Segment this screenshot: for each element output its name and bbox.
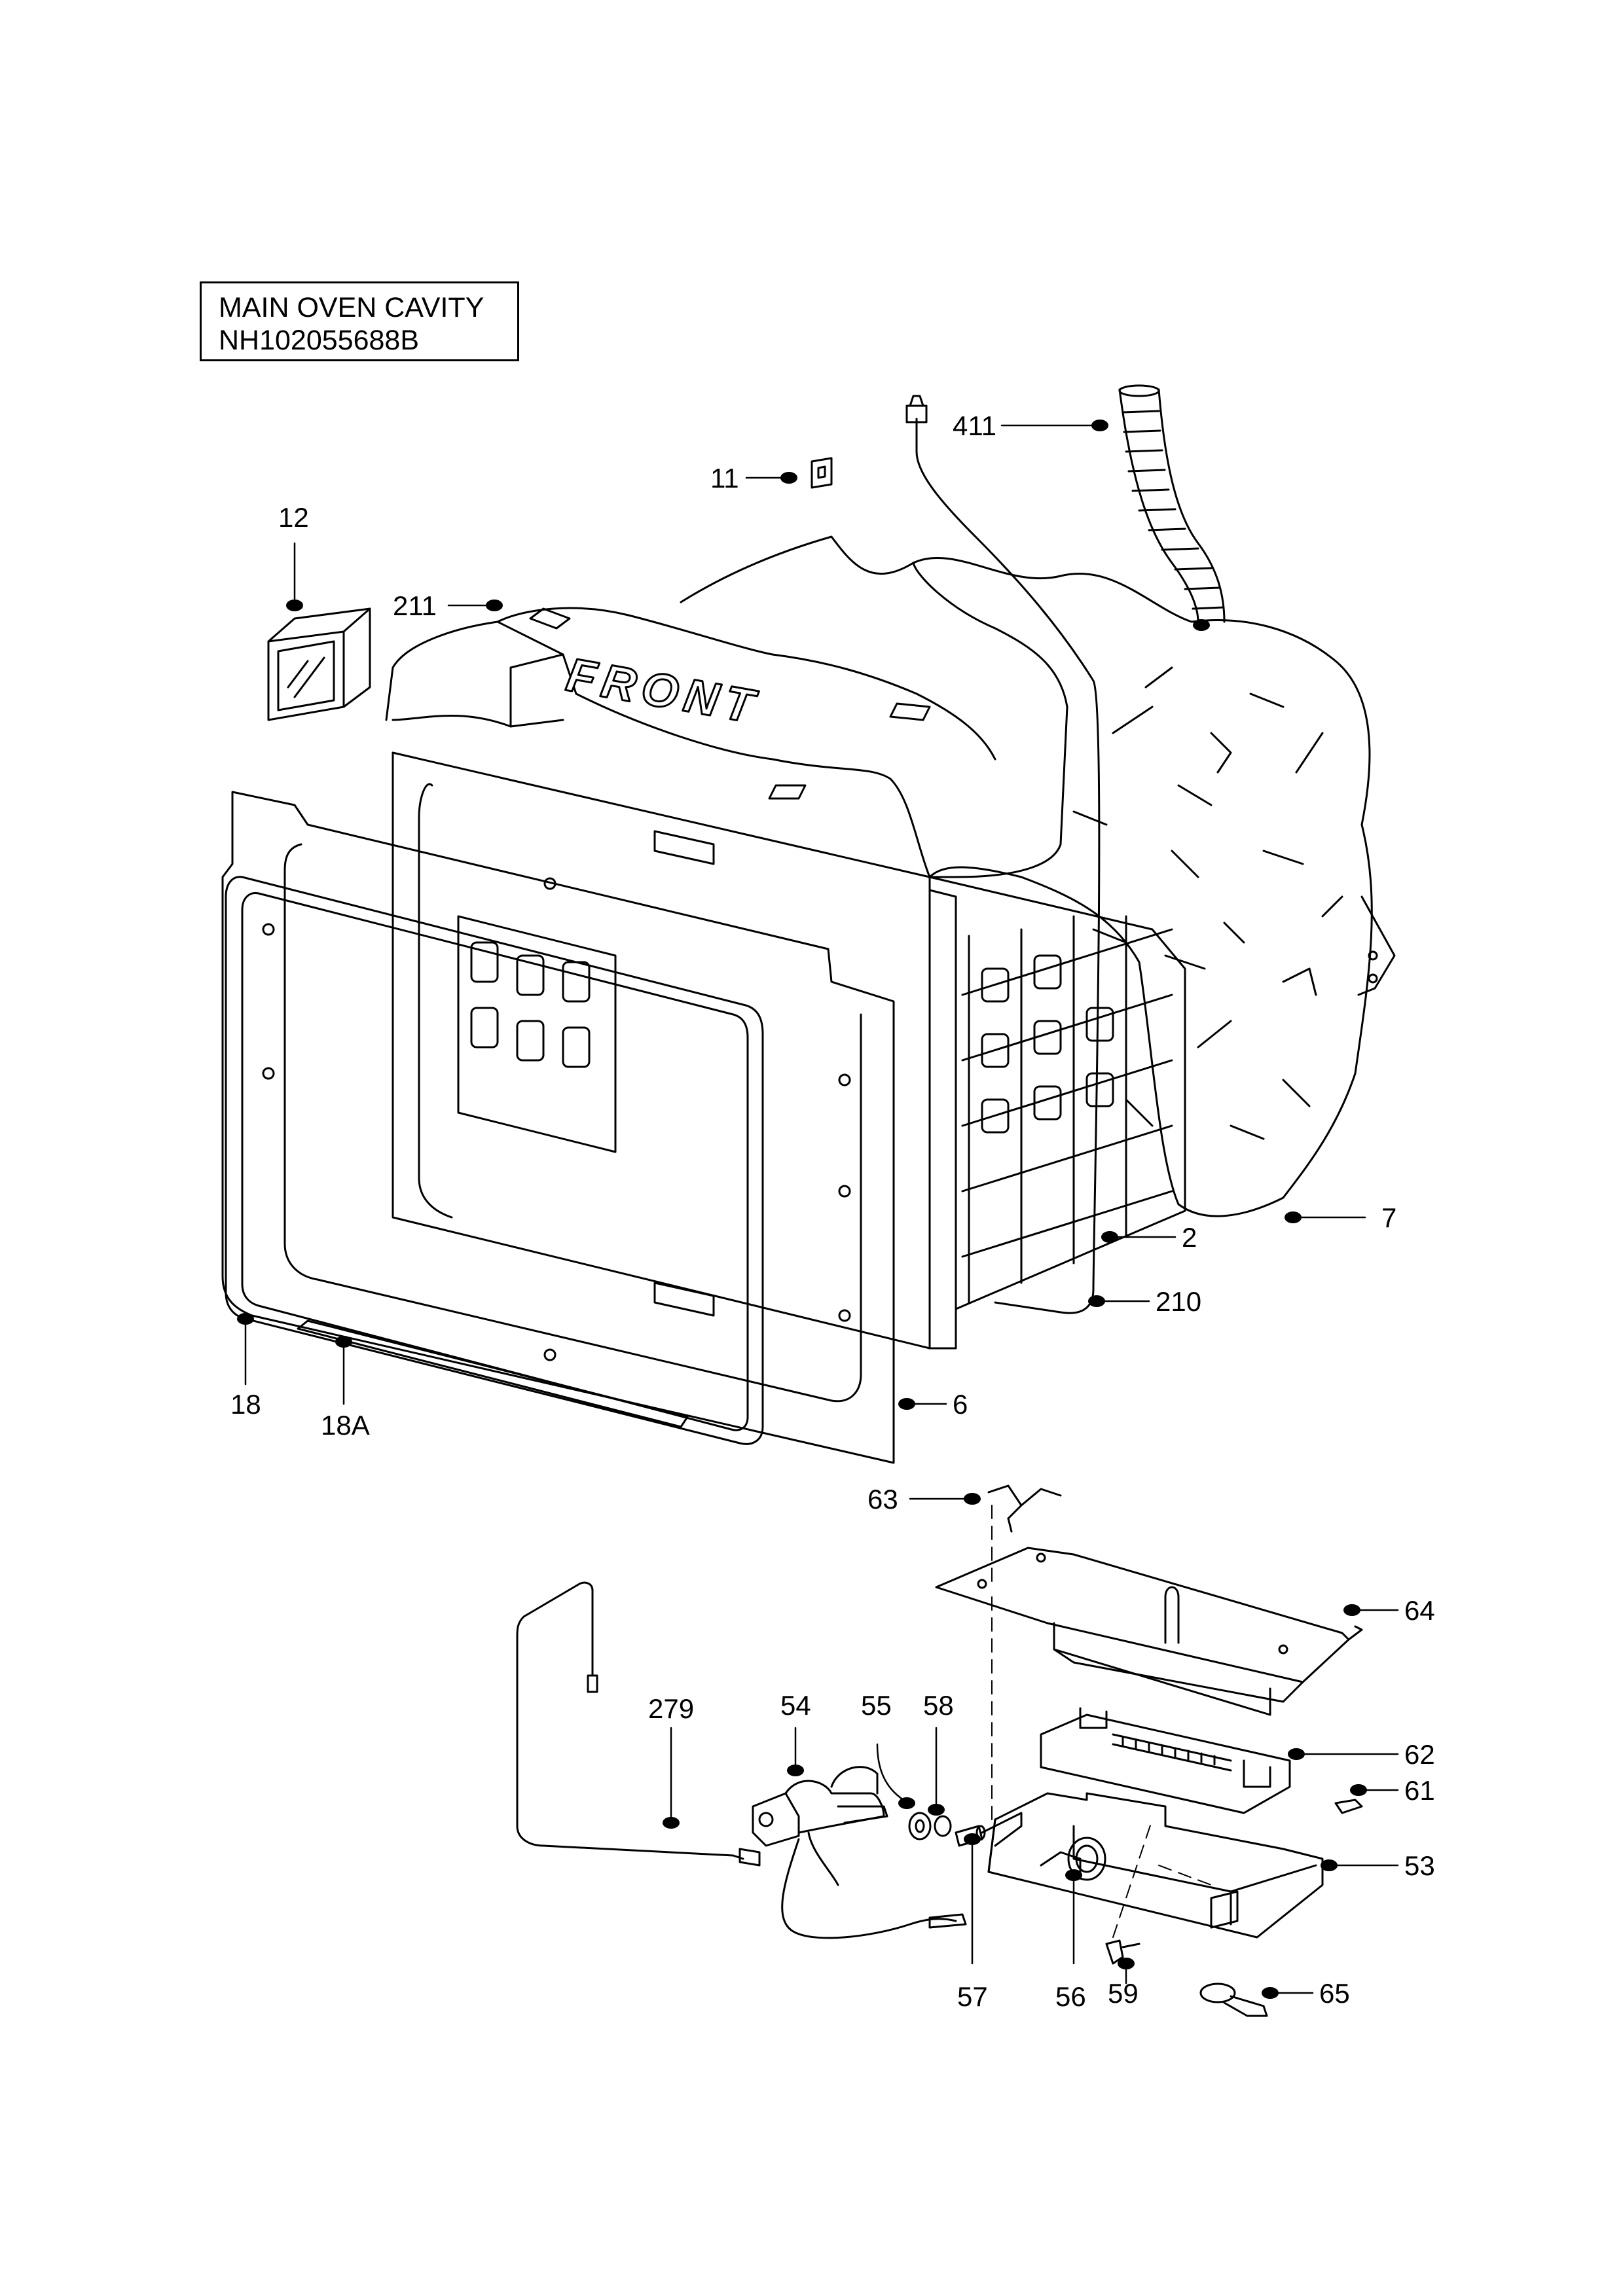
nut <box>1067 1837 1106 1881</box>
title-line-1: MAIN OVEN CAVITY <box>219 292 484 323</box>
clip <box>1334 1799 1363 1814</box>
callout-12: 12 <box>278 502 309 533</box>
callout-labels: 411 11 12 211 7 2 210 18 18A 6 63 64 279… <box>230 410 1435 2012</box>
oven-cavity <box>392 751 1186 1350</box>
leader-dots <box>237 420 1367 1999</box>
callout-18a: 18A <box>321 1410 370 1441</box>
burner <box>1040 1707 1291 1814</box>
spring-clip <box>987 1484 1062 1533</box>
callout-210: 210 <box>1156 1286 1201 1317</box>
callout-62: 62 <box>1404 1739 1435 1770</box>
callout-6: 6 <box>953 1389 968 1420</box>
callout-58: 58 <box>923 1690 954 1721</box>
gas-valve <box>752 1766 967 1939</box>
interior-lamp <box>267 607 371 721</box>
front-frame <box>221 791 895 1464</box>
callout-59: 59 <box>1108 1978 1139 2009</box>
callout-2: 2 <box>1182 1222 1197 1253</box>
door-seal <box>225 876 764 1445</box>
front-marking: FRONT <box>563 649 764 734</box>
callout-279: 279 <box>648 1693 694 1724</box>
callout-61: 61 <box>1404 1775 1435 1806</box>
mount-plate <box>935 1547 1363 1716</box>
fittings <box>908 1812 986 1847</box>
callout-56: 56 <box>1055 1981 1086 2012</box>
callout-54: 54 <box>780 1690 811 1721</box>
callout-65: 65 <box>1319 1978 1350 2009</box>
callout-53: 53 <box>1404 1850 1435 1881</box>
seal-strip <box>297 1319 689 1428</box>
centerlines <box>991 1505 1212 1938</box>
sensor-probe <box>516 1581 761 1867</box>
title-line-2: NH102055688B <box>219 325 420 356</box>
title-box: MAIN OVEN CAVITY NH102055688B <box>200 281 519 361</box>
burner-tray <box>981 1792 1324 1939</box>
ignitor <box>1199 1982 1268 2017</box>
callout-64: 64 <box>1404 1595 1435 1626</box>
flue-pipe <box>1118 384 1226 623</box>
screw <box>1105 1939 1140 1965</box>
callout-55: 55 <box>861 1690 892 1721</box>
callout-18: 18 <box>230 1389 261 1420</box>
callout-211: 211 <box>393 590 437 621</box>
callout-57: 57 <box>957 1981 988 2012</box>
callout-63: 63 <box>867 1484 898 1515</box>
bracket <box>811 457 833 489</box>
callout-7: 7 <box>1381 1202 1396 1233</box>
insulation-wrap <box>680 535 1396 1217</box>
callout-411: 411 <box>953 410 996 441</box>
callout-11: 11 <box>710 463 739 493</box>
capillary <box>905 395 1101 1314</box>
leader-lines <box>244 424 1399 1994</box>
